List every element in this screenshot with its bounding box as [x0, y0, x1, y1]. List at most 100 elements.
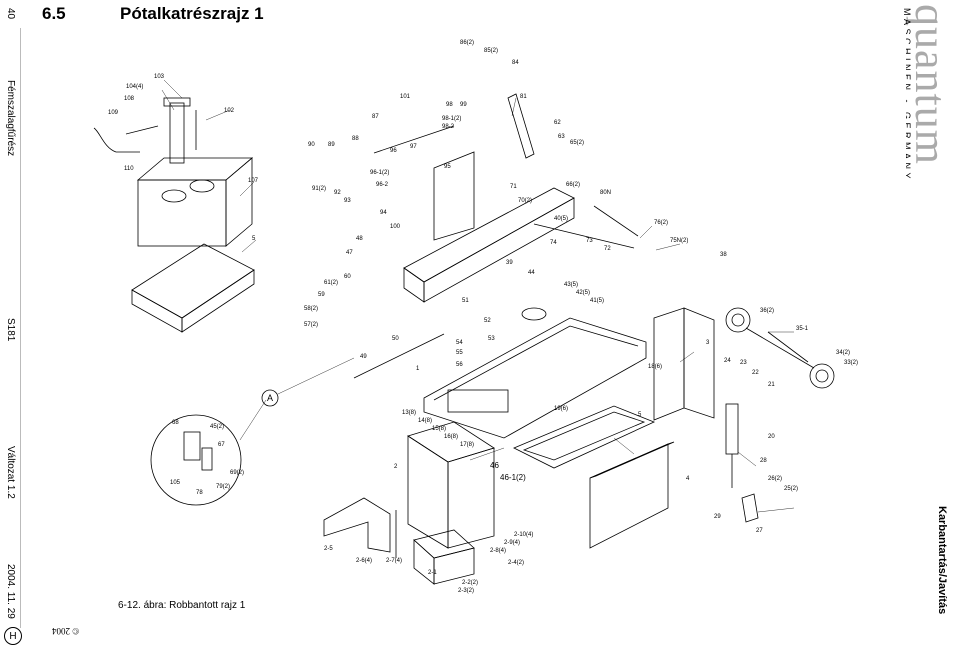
part-label: 28 — [760, 458, 767, 464]
part-label: 5 — [252, 236, 256, 242]
part-label: 84 — [512, 60, 519, 66]
part-label: 65(2) — [570, 140, 584, 146]
arm-assembly-part — [353, 93, 639, 379]
part-label: 91(2) — [312, 186, 326, 192]
part-label: 71 — [510, 184, 517, 190]
part-label: 100 — [390, 224, 401, 230]
part-label: 87 — [372, 114, 379, 120]
part-label: 2-8(4) — [490, 548, 506, 554]
part-label: 48 — [356, 236, 363, 242]
part-label: 96 — [390, 148, 397, 154]
part-label: 2 — [394, 464, 398, 470]
part-label: 27 — [756, 528, 763, 534]
part-label: 49 — [360, 354, 367, 360]
part-label: 33(2) — [844, 360, 858, 366]
part-label: 2-2(2) — [462, 580, 478, 586]
part-label: 96-1(2) — [370, 170, 389, 176]
part-label: 52 — [484, 318, 491, 324]
part-label: 38 — [720, 252, 727, 258]
part-label: 2-5 — [324, 546, 333, 552]
part-label: 104(4) — [126, 84, 143, 90]
part-label: 98 — [446, 102, 453, 108]
part-label: 88 — [352, 136, 359, 142]
part-label: 72 — [604, 246, 611, 252]
part-label: 13(8) — [402, 410, 416, 416]
part-label: 20 — [768, 434, 775, 440]
part-label: 63 — [558, 134, 565, 140]
part-labels: 103 104(4) 108 109 110 102 107 5 86(2) 8… — [108, 40, 858, 594]
part-label: 62 — [554, 120, 561, 126]
part-label: 85(2) — [484, 48, 498, 54]
part-label: 22 — [752, 370, 759, 376]
part-label: 96-2 — [376, 182, 389, 188]
part-label: 2-7(4) — [386, 558, 402, 564]
language-badge: H — [4, 627, 22, 645]
part-label: 39 — [506, 260, 513, 266]
part-label: 26(2) — [768, 476, 782, 482]
part-label: 18(6) — [648, 364, 662, 370]
part-label: 81 — [520, 94, 527, 100]
part-label: 17(8) — [460, 442, 474, 448]
part-label: 79(2) — [216, 484, 230, 490]
part-label: 60 — [344, 274, 351, 280]
part-label: 61(2) — [324, 280, 338, 286]
part-label: 56 — [456, 362, 463, 368]
part-label: 105 — [170, 480, 181, 486]
part-label: 57(2) — [304, 322, 318, 328]
part-label: 42(5) — [576, 290, 590, 296]
part-label: 15(8) — [432, 426, 446, 432]
part-label: 43(5) — [564, 282, 578, 288]
brand-name: quantum — [906, 4, 955, 165]
part-label: 98-2 — [442, 124, 455, 130]
wheel-axle-part — [725, 307, 835, 389]
side-panel-part — [589, 441, 675, 549]
part-label: 67 — [218, 442, 225, 448]
detail-marker-label: A — [267, 393, 273, 403]
part-label: 25(2) — [784, 486, 798, 492]
part-label: 59 — [318, 292, 325, 298]
base-frame-part — [423, 307, 715, 439]
part-label: 53 — [488, 336, 495, 342]
part-label: 98-1(2) — [442, 116, 461, 122]
part-label: 40(5) — [554, 216, 568, 222]
part-label: 2-4(2) — [508, 560, 524, 566]
part-label: 2-1 — [428, 570, 437, 576]
part-label: 101 — [400, 94, 411, 100]
part-label: 3 — [706, 340, 710, 346]
part-label: 68 — [172, 420, 179, 426]
part-label: 70(2) — [518, 198, 532, 204]
part-label: 54 — [456, 340, 463, 346]
part-label: 46 — [490, 461, 499, 470]
handle-part — [323, 497, 397, 558]
tray-part — [131, 243, 255, 333]
part-label: 36(2) — [760, 308, 774, 314]
part-label: 58(2) — [304, 306, 318, 312]
section-side-label: Karbantartás/Javítás — [936, 506, 948, 615]
part-label: 41(5) — [590, 298, 604, 304]
part-label: 34(2) — [836, 350, 850, 356]
detail-view-a — [150, 357, 355, 506]
part-label: 2-6(4) — [356, 558, 372, 564]
part-label: 103 — [154, 74, 165, 80]
part-label: 76(2) — [654, 220, 668, 226]
part-label: 19(6) — [554, 406, 568, 412]
part-label: 73 — [586, 238, 593, 244]
part-label: 69(2) — [230, 470, 244, 476]
part-label: 55 — [456, 350, 463, 356]
part-label: 66(2) — [566, 182, 580, 188]
figure-caption: 6-12. ábra: Robbantott rajz 1 — [118, 600, 246, 611]
page-number: 40 — [5, 8, 16, 20]
part-label: 51 — [462, 298, 469, 304]
doc-type-label: Fémszalagfűrész — [5, 80, 16, 157]
part-label: 2-10(4) — [514, 532, 533, 538]
part-label: 44 — [528, 270, 535, 276]
part-label: 1 — [416, 366, 420, 372]
model-label: S181 — [5, 318, 16, 342]
version-label: Változat 1.2 — [5, 446, 16, 499]
part-label: 95 — [444, 164, 451, 170]
part-label: 99 — [460, 102, 467, 108]
part-label: 5 — [638, 412, 642, 418]
section-title: Pótalkatrészrajz 1 — [120, 4, 264, 23]
part-label: 14(8) — [418, 418, 432, 424]
part-label: 21 — [768, 382, 775, 388]
